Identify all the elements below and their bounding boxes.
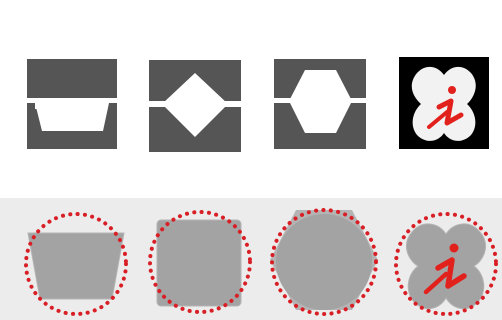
logo-in-circle	[390, 206, 502, 318]
hexagon-in-circle	[266, 202, 382, 318]
tray-die-cavity	[35, 103, 109, 131]
hexagon-fill	[276, 214, 372, 310]
tray-die	[27, 59, 117, 149]
square-in-circle	[144, 204, 256, 316]
rounded-square-shape	[157, 220, 241, 306]
tray-die-slit	[27, 98, 117, 103]
diamond-die	[149, 60, 241, 152]
hexagon-die	[274, 59, 366, 149]
logo-tile	[399, 57, 489, 149]
trapezoid-shape	[28, 233, 124, 299]
bottom-band	[0, 198, 502, 320]
trapezoid-in-circle	[20, 204, 132, 316]
